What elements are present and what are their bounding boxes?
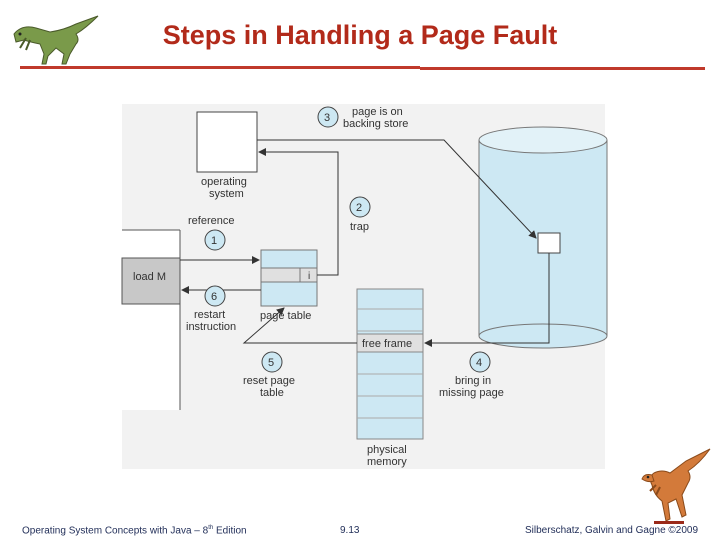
dinosaur-mascot-icon [641,448,711,524]
footer-slide-number: 9.13 [340,525,360,536]
step-4-marker: 4 [469,351,491,373]
step-3-number: 3 [324,112,330,124]
step-5-number: 5 [268,357,274,369]
reset-label-line1: reset page [243,375,295,387]
load-m-instruction [121,257,181,305]
physical-memory-label-line2: memory [367,456,407,468]
missing-page-block [537,232,561,254]
process-column [122,230,180,410]
step-5-marker: 5 [261,351,283,373]
step-1-marker: 1 [204,229,226,251]
page-title: Steps in Handling a Page Fault [162,20,558,50]
page-table-label: page table [260,310,311,322]
physical-memory [356,288,424,440]
step-4-number: 4 [476,357,482,369]
step-1-number: 1 [211,235,217,247]
title-rule-right [420,67,705,70]
footer-edition-text: Edition [213,525,247,537]
footer-book-title-text: Operating System Concepts with Java – 8 [22,525,209,537]
os-label-line2: system [209,188,244,200]
backing-store-label-line2: backing store [343,118,408,130]
step-6-number: 6 [211,291,217,303]
page-table-entry-bit: i [308,271,310,282]
trap-label: trap [350,221,369,233]
step-3-marker: 3 [317,106,339,128]
arrow-backing-store [257,139,537,239]
reset-label-line2: table [260,387,284,399]
load-m-label: load M [133,271,166,283]
dinosaur-logo-icon [13,15,99,65]
footer-authors: Silberschatz, Galvin and Gagne ©2009 [525,525,699,536]
reference-label: reference [188,215,234,227]
footer-edition-sup: th [208,525,214,531]
free-frame-label: free frame [362,338,412,350]
physical-memory-label-line1: physical [367,444,407,456]
step-2-marker: 2 [349,196,371,218]
restart-label-line1: restart [194,309,225,321]
arrow-reset-table [242,307,357,344]
step-2-number: 2 [356,202,362,214]
backing-store-label-line1: page is on [352,106,403,118]
title-rule [20,66,420,69]
step-6-marker: 6 [204,285,226,307]
restart-label-line2: instruction [186,321,236,333]
bring-in-label-line2: missing page [439,387,504,399]
bring-in-label-line1: bring in [455,375,491,387]
arrow-bring-in [424,253,550,347]
os-label-line1: operating [201,176,247,188]
arrow-trap [258,148,339,276]
footer-book-title: Operating System Concepts with Java – 8t… [22,525,247,536]
operating-system-box [196,111,258,173]
